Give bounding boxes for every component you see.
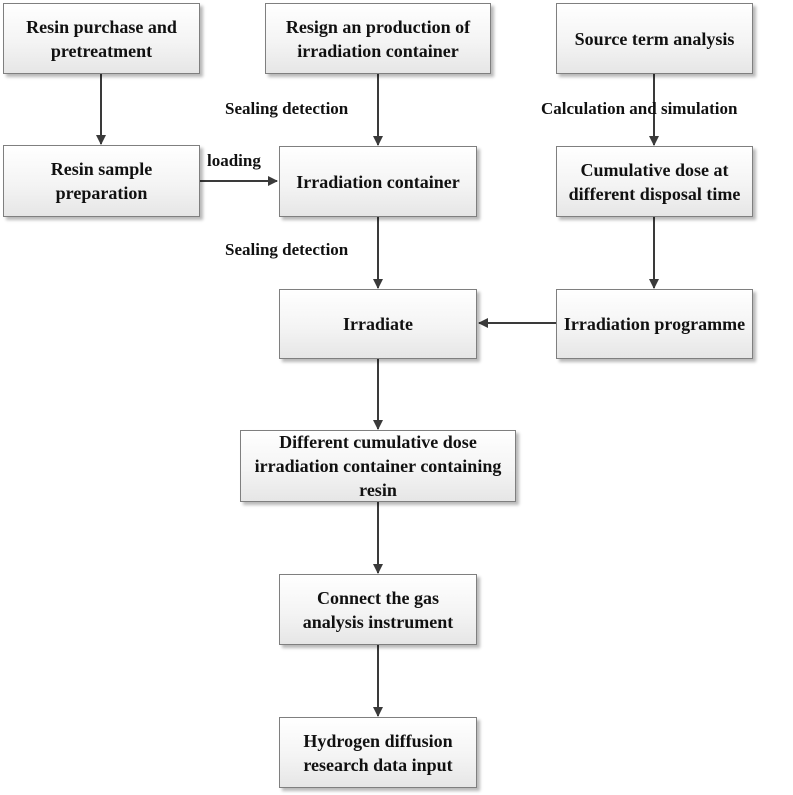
node-gas-analysis: Connect the gas analysis instrument (279, 574, 477, 645)
node-resin-purchase: Resin purchase and pretreatment (3, 3, 200, 74)
node-resin-sample: Resin sample preparation (3, 145, 200, 217)
edge-label-sealing-detection-top: Sealing detection (225, 99, 349, 118)
node-container-production: Resign an production of irradiation cont… (265, 3, 491, 74)
node-irradiation-container: Irradiation container (279, 146, 477, 217)
node-irradiate: Irradiate (279, 289, 477, 359)
node-hydrogen-input: Hydrogen diffusion research data input (279, 717, 477, 788)
edge-label-loading: loading (207, 151, 261, 170)
node-cumulative-dose: Cumulative dose at different disposal ti… (556, 146, 753, 217)
node-source-term: Source term analysis (556, 3, 753, 74)
edge-label-sealing-detection-middle: Sealing detection (225, 240, 349, 259)
edge-label-calculation-simulation: Calculation and simulation (541, 99, 738, 118)
node-irradiation-programme: Irradiation programme (556, 289, 753, 359)
node-different-dose-container: Different cumulative dose irradiation co… (240, 430, 516, 502)
